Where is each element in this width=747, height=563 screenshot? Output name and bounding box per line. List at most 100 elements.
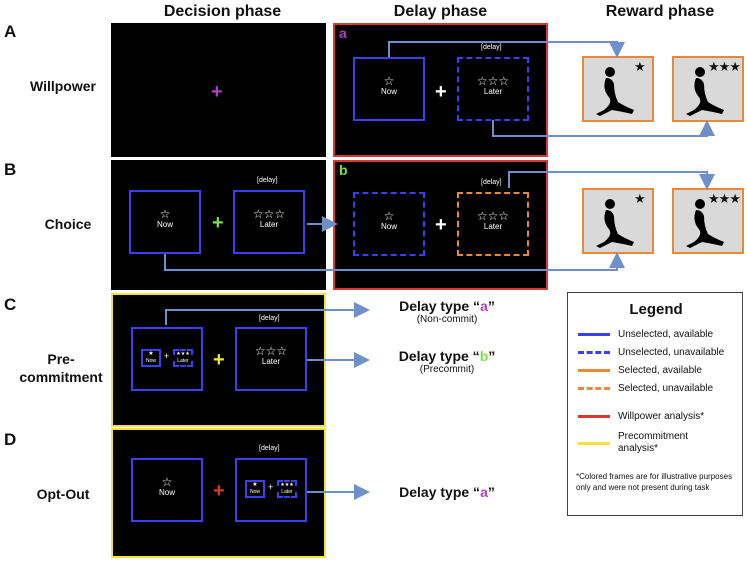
option-now-label: Now [158,488,175,497]
mini-later-label: Later [281,489,293,495]
header-delay: Delay phase [393,3,488,20]
option-now: ☆ Now [129,190,201,254]
reward-large: ★★★ [672,56,744,122]
legend-item-label: Selected, unavailable [618,383,714,394]
delay-tag: [delay] [481,179,502,186]
delay-type-b-label: Delay type “b” (Precommit) [372,348,522,375]
delay-type-a-suffix: ” [487,298,495,314]
fixation-cross: + [212,212,224,234]
option-later-label: Later [259,220,279,229]
star-icon: ☆ [383,209,395,223]
star-icon: ★ [634,59,646,74]
star-icon: ☆ [159,207,171,221]
legend-item-label: Unselected, available [618,329,714,340]
reward-small: ★ [582,188,654,254]
delay-type-b-suffix: ” [488,348,496,364]
stars-icon: ☆☆☆ [476,209,510,223]
option-now: ☆ Now [131,458,203,522]
header-reward: Reward phase [605,3,715,20]
legend-swatch-solid-blue [578,333,610,336]
legend-swatch-yellow [578,441,610,445]
row-letter-d: D [4,430,17,449]
star-icon: ★ [634,191,646,206]
delay-type-d-prefix: Delay type “ [399,484,481,500]
option-later-label: Later [261,357,281,366]
row-label-willpower: Willpower [30,78,96,94]
stars-icon: ☆☆☆ [252,207,286,221]
row-label-optout: Opt-Out [36,486,90,502]
option-later-label: Later [483,87,503,96]
delay-type-d-label: Delay type “a” [372,484,522,500]
legend-item-label: Precommitment analysis* [618,431,689,454]
silhouette-icon [596,67,634,116]
legend-swatch-dashed-blue [578,351,610,354]
option-precommit-group: ★ Now + ★★★ Later [131,327,203,391]
panel-a-decision: + [111,23,326,157]
option-later: ☆☆☆ Later [457,57,529,121]
stars-icon: ★★★ [708,59,741,74]
option-now-label: Now [380,222,397,231]
delay-type-a-letter: a [480,298,488,314]
legend-item-label: Willpower analysis* [618,411,705,422]
reward-small: ★ [582,56,654,122]
star-icon: ★ [252,482,258,488]
fixation-cross: + [435,81,447,103]
option-later: ☆☆☆ Later [235,327,307,391]
star-icon: ☆ [161,475,173,489]
delay-tag: [delay] [257,177,278,184]
legend: Legend Unselected, available Unselected,… [567,292,743,516]
delay-type-b-sub: (Precommit) [419,364,475,375]
row-label-precommitment: Pre- commitment [19,351,103,385]
option-now: ☆ Now [353,57,425,121]
mini-now-label: Now [145,358,156,364]
stars-icon: ★★★ [176,351,190,357]
option-later-label: Later [483,222,503,231]
delay-tag: [delay] [259,445,280,452]
legend-swatch-solid-orange [578,369,610,372]
panel-tag-b: b [339,162,348,178]
panel-c-decision: ★ Now + ★★★ Later + [delay] ☆☆☆ Later [111,293,326,427]
row-letter-c: C [4,295,17,314]
panel-b-decision: ☆ Now + [delay] ☆☆☆ Later [111,160,326,290]
delay-tag: [delay] [481,44,502,51]
silhouette-icon [596,199,634,248]
option-later: ☆☆☆ Later [233,190,305,254]
panel-a-delay: a ☆ Now + [delay] ☆☆☆ Later [333,23,548,157]
delay-type-b-letter: b [479,348,489,364]
panel-d-decision: ☆ Now + [delay] ★ Now + ★★★ Later [111,428,326,558]
mini-fixation: + [268,482,274,492]
option-now: ☆ Now [353,192,425,256]
stars-icon: ★★★ [280,482,294,488]
star-icon: ☆ [383,74,395,88]
row-letter-a: A [4,22,17,41]
mini-option-now: ★ Now [245,480,265,498]
row-letter-b: B [4,160,17,179]
mini-later-label: Later [177,358,189,364]
stars-icon: ☆☆☆ [254,344,288,358]
delay-tag: [delay] [259,315,280,322]
reward-large: ★★★ [672,188,744,254]
silhouette-icon [686,67,724,116]
delay-type-b-prefix: Delay type “ [398,348,480,364]
legend-title: Legend [629,301,683,318]
mini-fixation: + [164,351,170,361]
fixation-cross: + [211,81,223,103]
header-decision: Decision phase [163,3,282,20]
mini-option-later: ★★★ Later [277,480,297,498]
delay-type-d-suffix: ” [487,484,495,500]
fixation-cross: + [435,214,447,236]
legend-note: *Colored frames are for illustrative pur… [576,472,733,492]
star-icon: ★ [148,351,154,357]
stars-icon: ☆☆☆ [476,74,510,88]
legend-item-label: Unselected, unavailable [618,347,725,358]
mini-now-label: Now [249,489,260,495]
fixation-cross: + [213,480,225,502]
silhouette-icon [686,199,724,248]
fixation-cross: + [213,349,225,371]
delay-type-d-letter: a [480,484,488,500]
stars-icon: ★★★ [708,191,741,206]
mini-option-later: ★★★ Later [173,349,193,367]
option-optout-group: ★ Now + ★★★ Later [235,458,307,522]
delay-type-a-prefix: Delay type “ [399,298,481,314]
panel-tag-a: a [339,25,347,41]
